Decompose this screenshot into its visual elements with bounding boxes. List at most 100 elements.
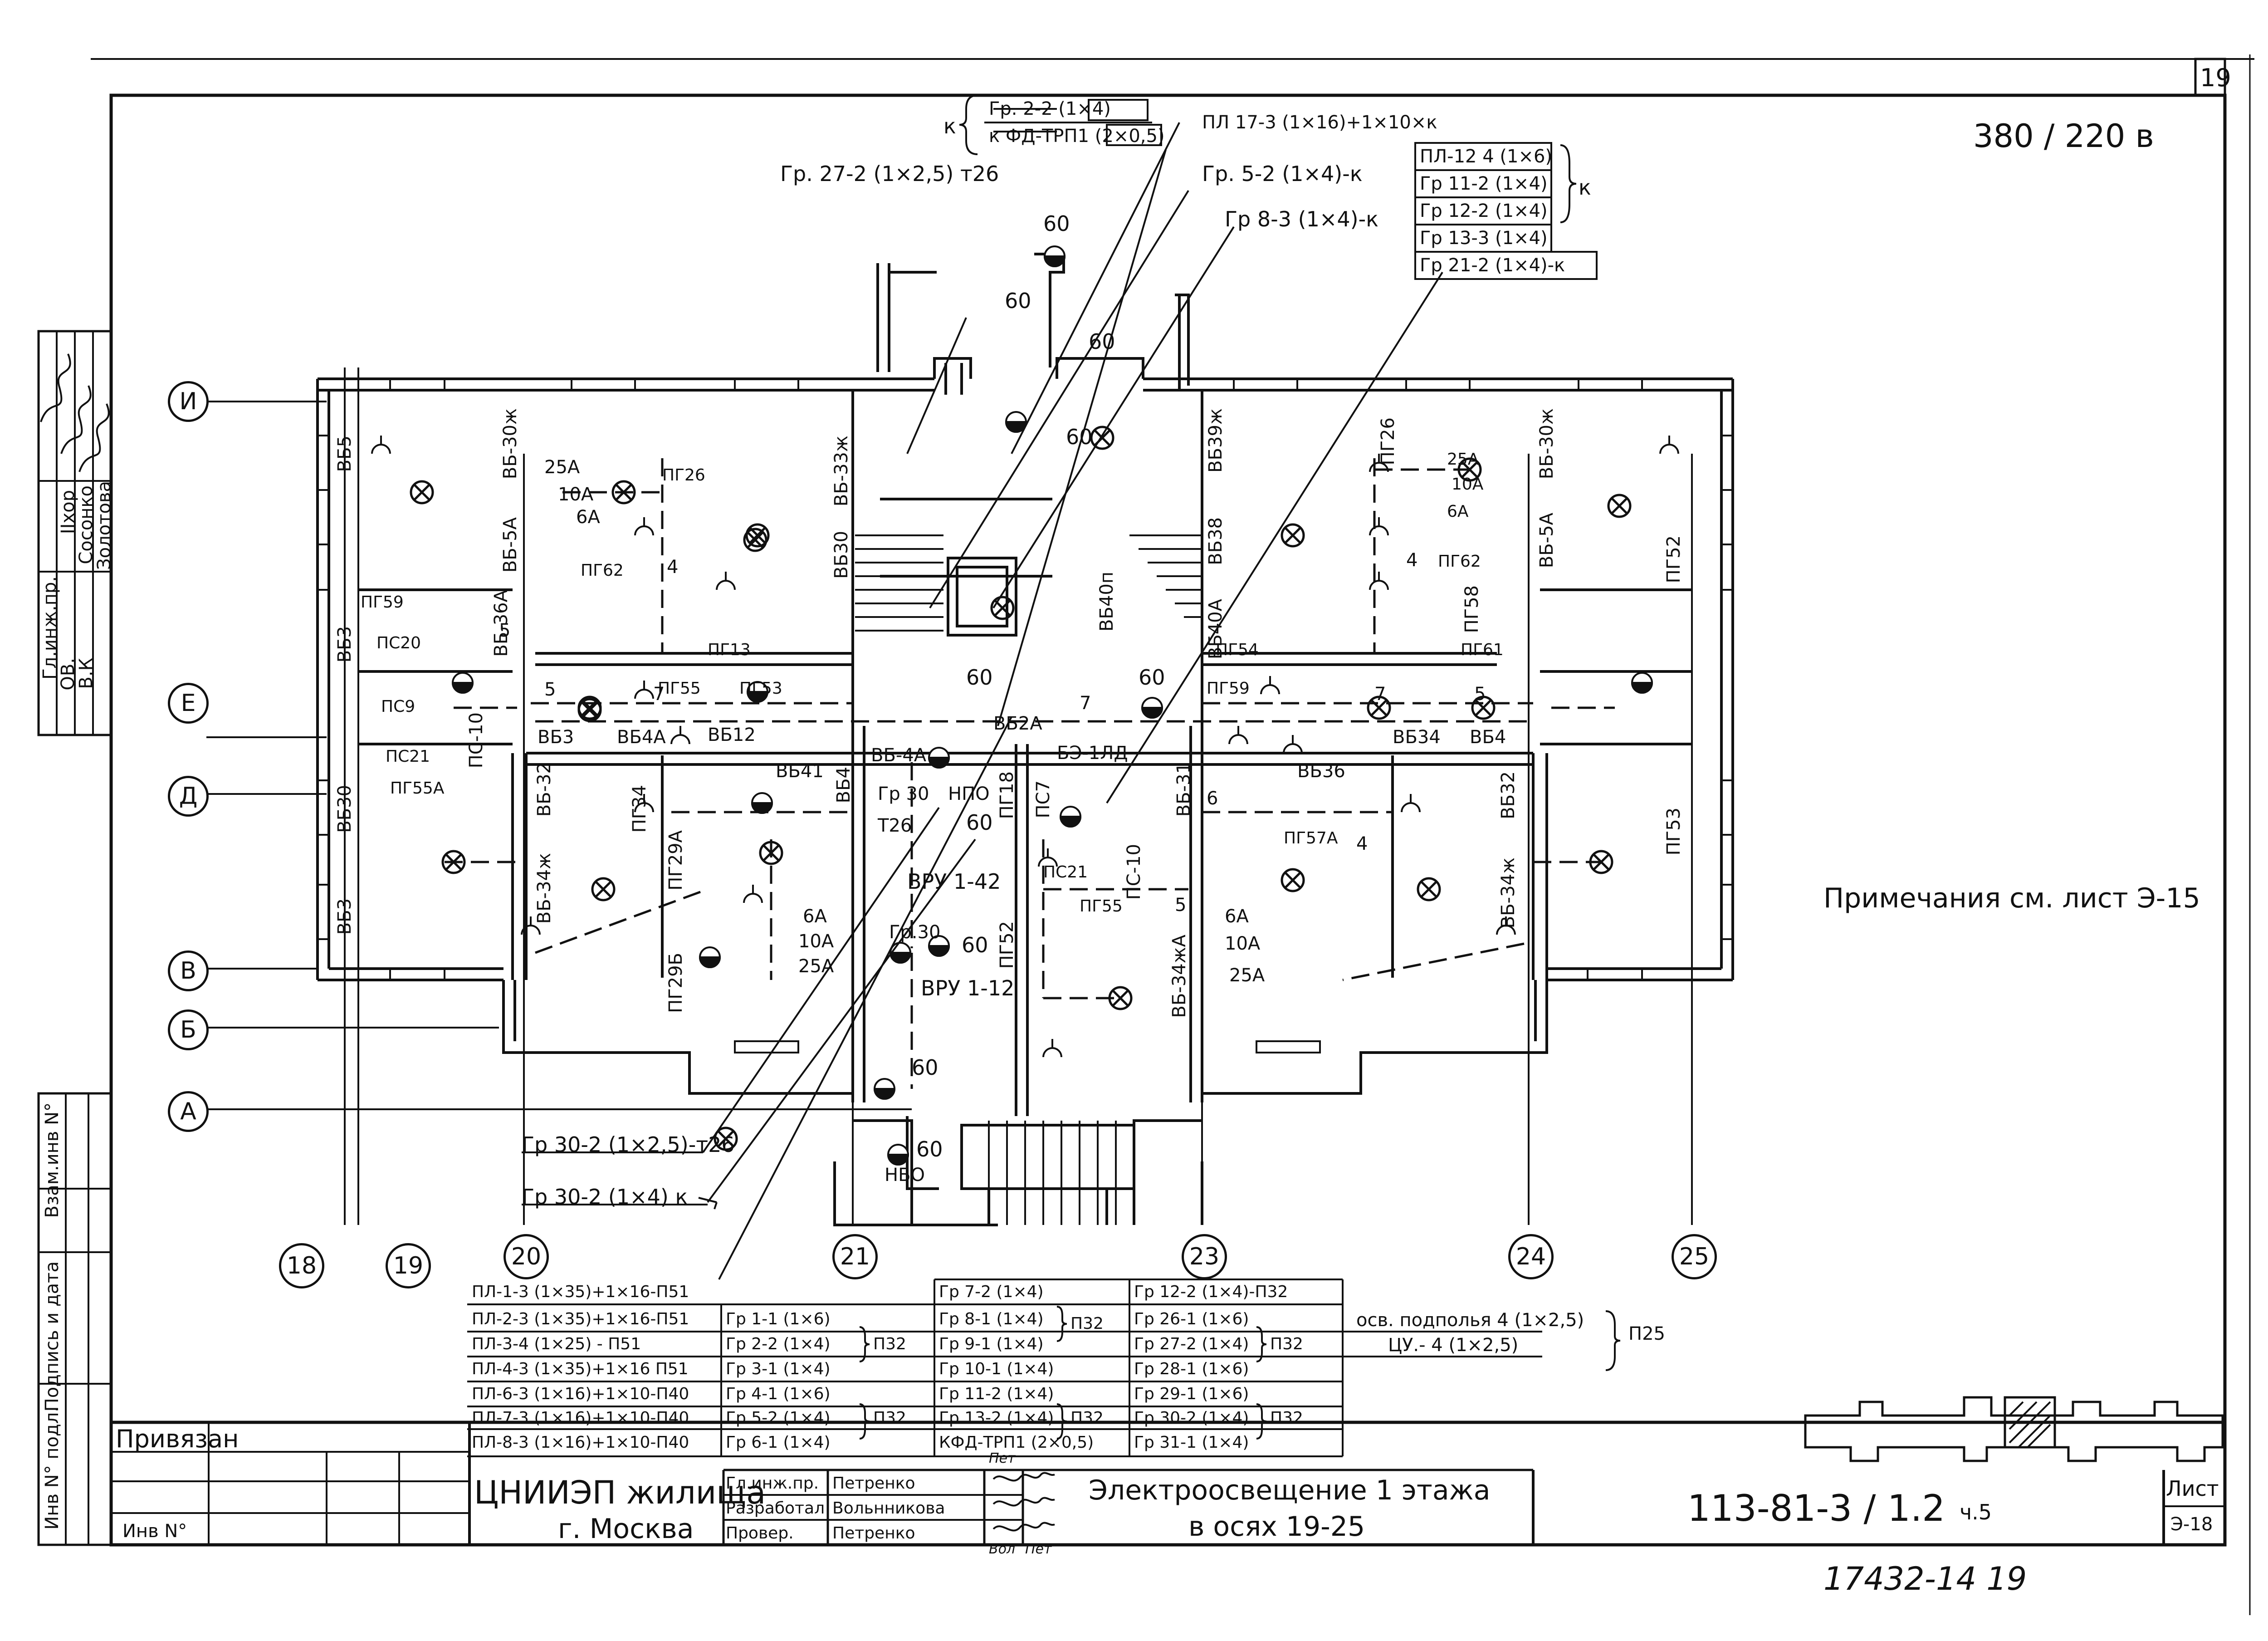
room-label: ВБ4 <box>833 767 854 803</box>
panel-label: ПГ13 <box>708 641 751 659</box>
role-name: Петренко <box>832 1524 915 1543</box>
notes-reference: Примечания см. лист Э-15 <box>1823 882 2200 914</box>
right-group-3: Гр 12-2 (1×4) <box>1420 201 1548 221</box>
schedule-c1: ПЛ-7-3 (1×16)+1×10-П40 <box>472 1409 689 1427</box>
archive-number: 17432-14 19 <box>1823 1560 2027 1597</box>
schedule-c2: Гр 4-1 (1×6) <box>726 1385 831 1403</box>
panel-label: ПГ52 <box>997 921 1017 969</box>
wire-count: 4 <box>1406 550 1418 571</box>
room-label: ВБ4 <box>1470 727 1506 748</box>
stairs <box>855 534 1202 1225</box>
leaders <box>522 108 1443 1280</box>
schedule-c3: Гр 11-2 (1×4) <box>939 1385 1054 1403</box>
room-label: ВБ-34ж <box>534 853 555 924</box>
panel-label: ПС9 <box>381 697 415 716</box>
room-label: ВБ-30ж <box>500 408 521 480</box>
schedule-c4: Гр 28-1 (1×6) <box>1134 1360 1249 1378</box>
axis-marker-col-20: 20 <box>503 1234 549 1279</box>
gr5-label: Гр. 5-2 (1×4)-к <box>1202 162 1363 186</box>
room-label: ВБ-4А <box>871 745 927 766</box>
panel-label: ПГ59 <box>361 593 404 612</box>
schedule-c2-suffix: П32 <box>873 1335 906 1353</box>
axis-marker-col-19: 19 <box>386 1243 431 1288</box>
room-label: ВБ-5А <box>500 517 521 573</box>
fuse-label: 10А <box>1225 933 1261 954</box>
sheet-frame <box>109 93 2227 1547</box>
walls <box>316 253 1734 1226</box>
panel-label: ПГ59 <box>1207 679 1250 698</box>
panel-label: ПГ26 <box>1378 417 1398 465</box>
panel-label: ПГ62 <box>581 561 624 580</box>
drawing-title-line-1: Электроосвещение 1 этажа <box>1089 1474 1491 1506</box>
schedule-c4: Гр 26-1 (1×6) <box>1134 1310 1249 1328</box>
misc-label: НПО <box>948 784 990 804</box>
role-signature: Пет <box>989 1450 1016 1466</box>
panel-label: ПГ53 <box>739 679 782 698</box>
role-signature: Пет <box>1025 1541 1052 1557</box>
panel-label: ПГ57А <box>1284 829 1338 847</box>
side-stamp-name: Сосонко <box>76 485 97 564</box>
room-label: ВБ5 <box>334 436 355 472</box>
misc-label: Т26 <box>878 815 912 836</box>
drawing-code: 113-81-3 / 1.2 <box>1687 1487 1945 1529</box>
wire-count: 5 <box>1474 684 1486 705</box>
schedule-c3: КФД-ТРП1 (2×0,5) <box>939 1433 1094 1452</box>
room-label: ВБ-34ж <box>1498 857 1519 929</box>
axis-marker-row-Е: Е <box>168 683 209 724</box>
side-stamp-name: Золотова <box>94 481 115 570</box>
fuse-label: 25А <box>1447 450 1479 469</box>
k-group-line-2: к ФД-ТРП1 (2×0,5) <box>989 126 1165 147</box>
right-group-2: Гр 11-2 (1×4) <box>1420 173 1548 194</box>
room-label: ВБ3 <box>334 898 355 935</box>
misc-label: ВБ2А <box>993 713 1042 734</box>
misc-label: Гр.30 <box>889 922 941 943</box>
schedule-c1: ПЛ-8-3 (1×16)+1×10-П40 <box>472 1433 689 1452</box>
organization-line-2: г. Москва <box>558 1513 694 1545</box>
schedule-c1: ПЛ-2-3 (1×35)+1×16-П51 <box>472 1310 689 1328</box>
panel-label: ПС21 <box>386 747 430 766</box>
brace-k-top <box>959 94 978 155</box>
room-label: ВБ34 <box>1393 727 1441 748</box>
room-label: ВБ30 <box>831 531 852 579</box>
panel-label: ПГ62 <box>1438 552 1481 571</box>
panel-label: ПГ18 <box>997 771 1017 819</box>
role-signature: Вол <box>989 1541 1016 1557</box>
panel-label: ПС-10 <box>1124 844 1144 900</box>
wire-count: 4 <box>667 557 679 578</box>
gr30-leader-a: Гр 30-2 (1×2,5)-т26 <box>522 1132 735 1157</box>
schedule-c1: ПЛ-3-4 (1×25) - П51 <box>472 1335 641 1353</box>
schedule-c2: Гр 5-2 (1×4) <box>726 1409 831 1427</box>
wire-count: 5 <box>1175 895 1187 916</box>
panel-label: ПГ55А <box>390 779 445 798</box>
room-label: ВБ38 <box>1205 517 1226 565</box>
panel-label: ПГ52 <box>1663 535 1684 583</box>
schedule-lines <box>467 1279 1621 1457</box>
schedule-c5: ЦУ.- 4 (1×2,5) <box>1388 1335 1519 1356</box>
right-group-4: Гр 13-3 (1×4) <box>1420 228 1548 249</box>
axis-marker-col-23: 23 <box>1182 1234 1227 1279</box>
fuse-label: 6А <box>1225 906 1249 927</box>
axis-marker-row-Б: Б <box>168 1009 209 1050</box>
lamp-power: 60 <box>966 810 993 835</box>
lamp-power: 60 <box>912 1055 938 1080</box>
fuse-label: 25А <box>798 956 834 977</box>
room-label: ВБ4А <box>617 727 666 748</box>
list-value: Э-18 <box>2170 1514 2213 1535</box>
schedule-c3: Гр 7-2 (1×4) <box>939 1283 1044 1301</box>
panel-label: ПГ55 <box>1080 897 1123 916</box>
role-name: Петренко <box>832 1474 915 1493</box>
vru-label: ВРУ 1-12 <box>921 976 1015 1000</box>
wire-count: 5 <box>499 620 511 641</box>
wire-count: 7 <box>1374 684 1386 705</box>
room-label: ВБ-30ж <box>1536 408 1557 480</box>
fuse-label: 6А <box>576 507 600 528</box>
schedule-c1: ПЛ-1-3 (1×35)+1×16-П51 <box>472 1283 689 1301</box>
axis-marker-col-18: 18 <box>279 1243 324 1288</box>
lamp-power: 60 <box>916 1137 943 1161</box>
role-name: Вольнникова <box>832 1499 945 1518</box>
panel-label: ПГ34 <box>629 785 650 833</box>
wiring <box>445 458 1615 1089</box>
axis-marker-row-И: И <box>168 381 209 422</box>
right-group-1: ПЛ-12 4 (1×6) <box>1420 146 1552 167</box>
